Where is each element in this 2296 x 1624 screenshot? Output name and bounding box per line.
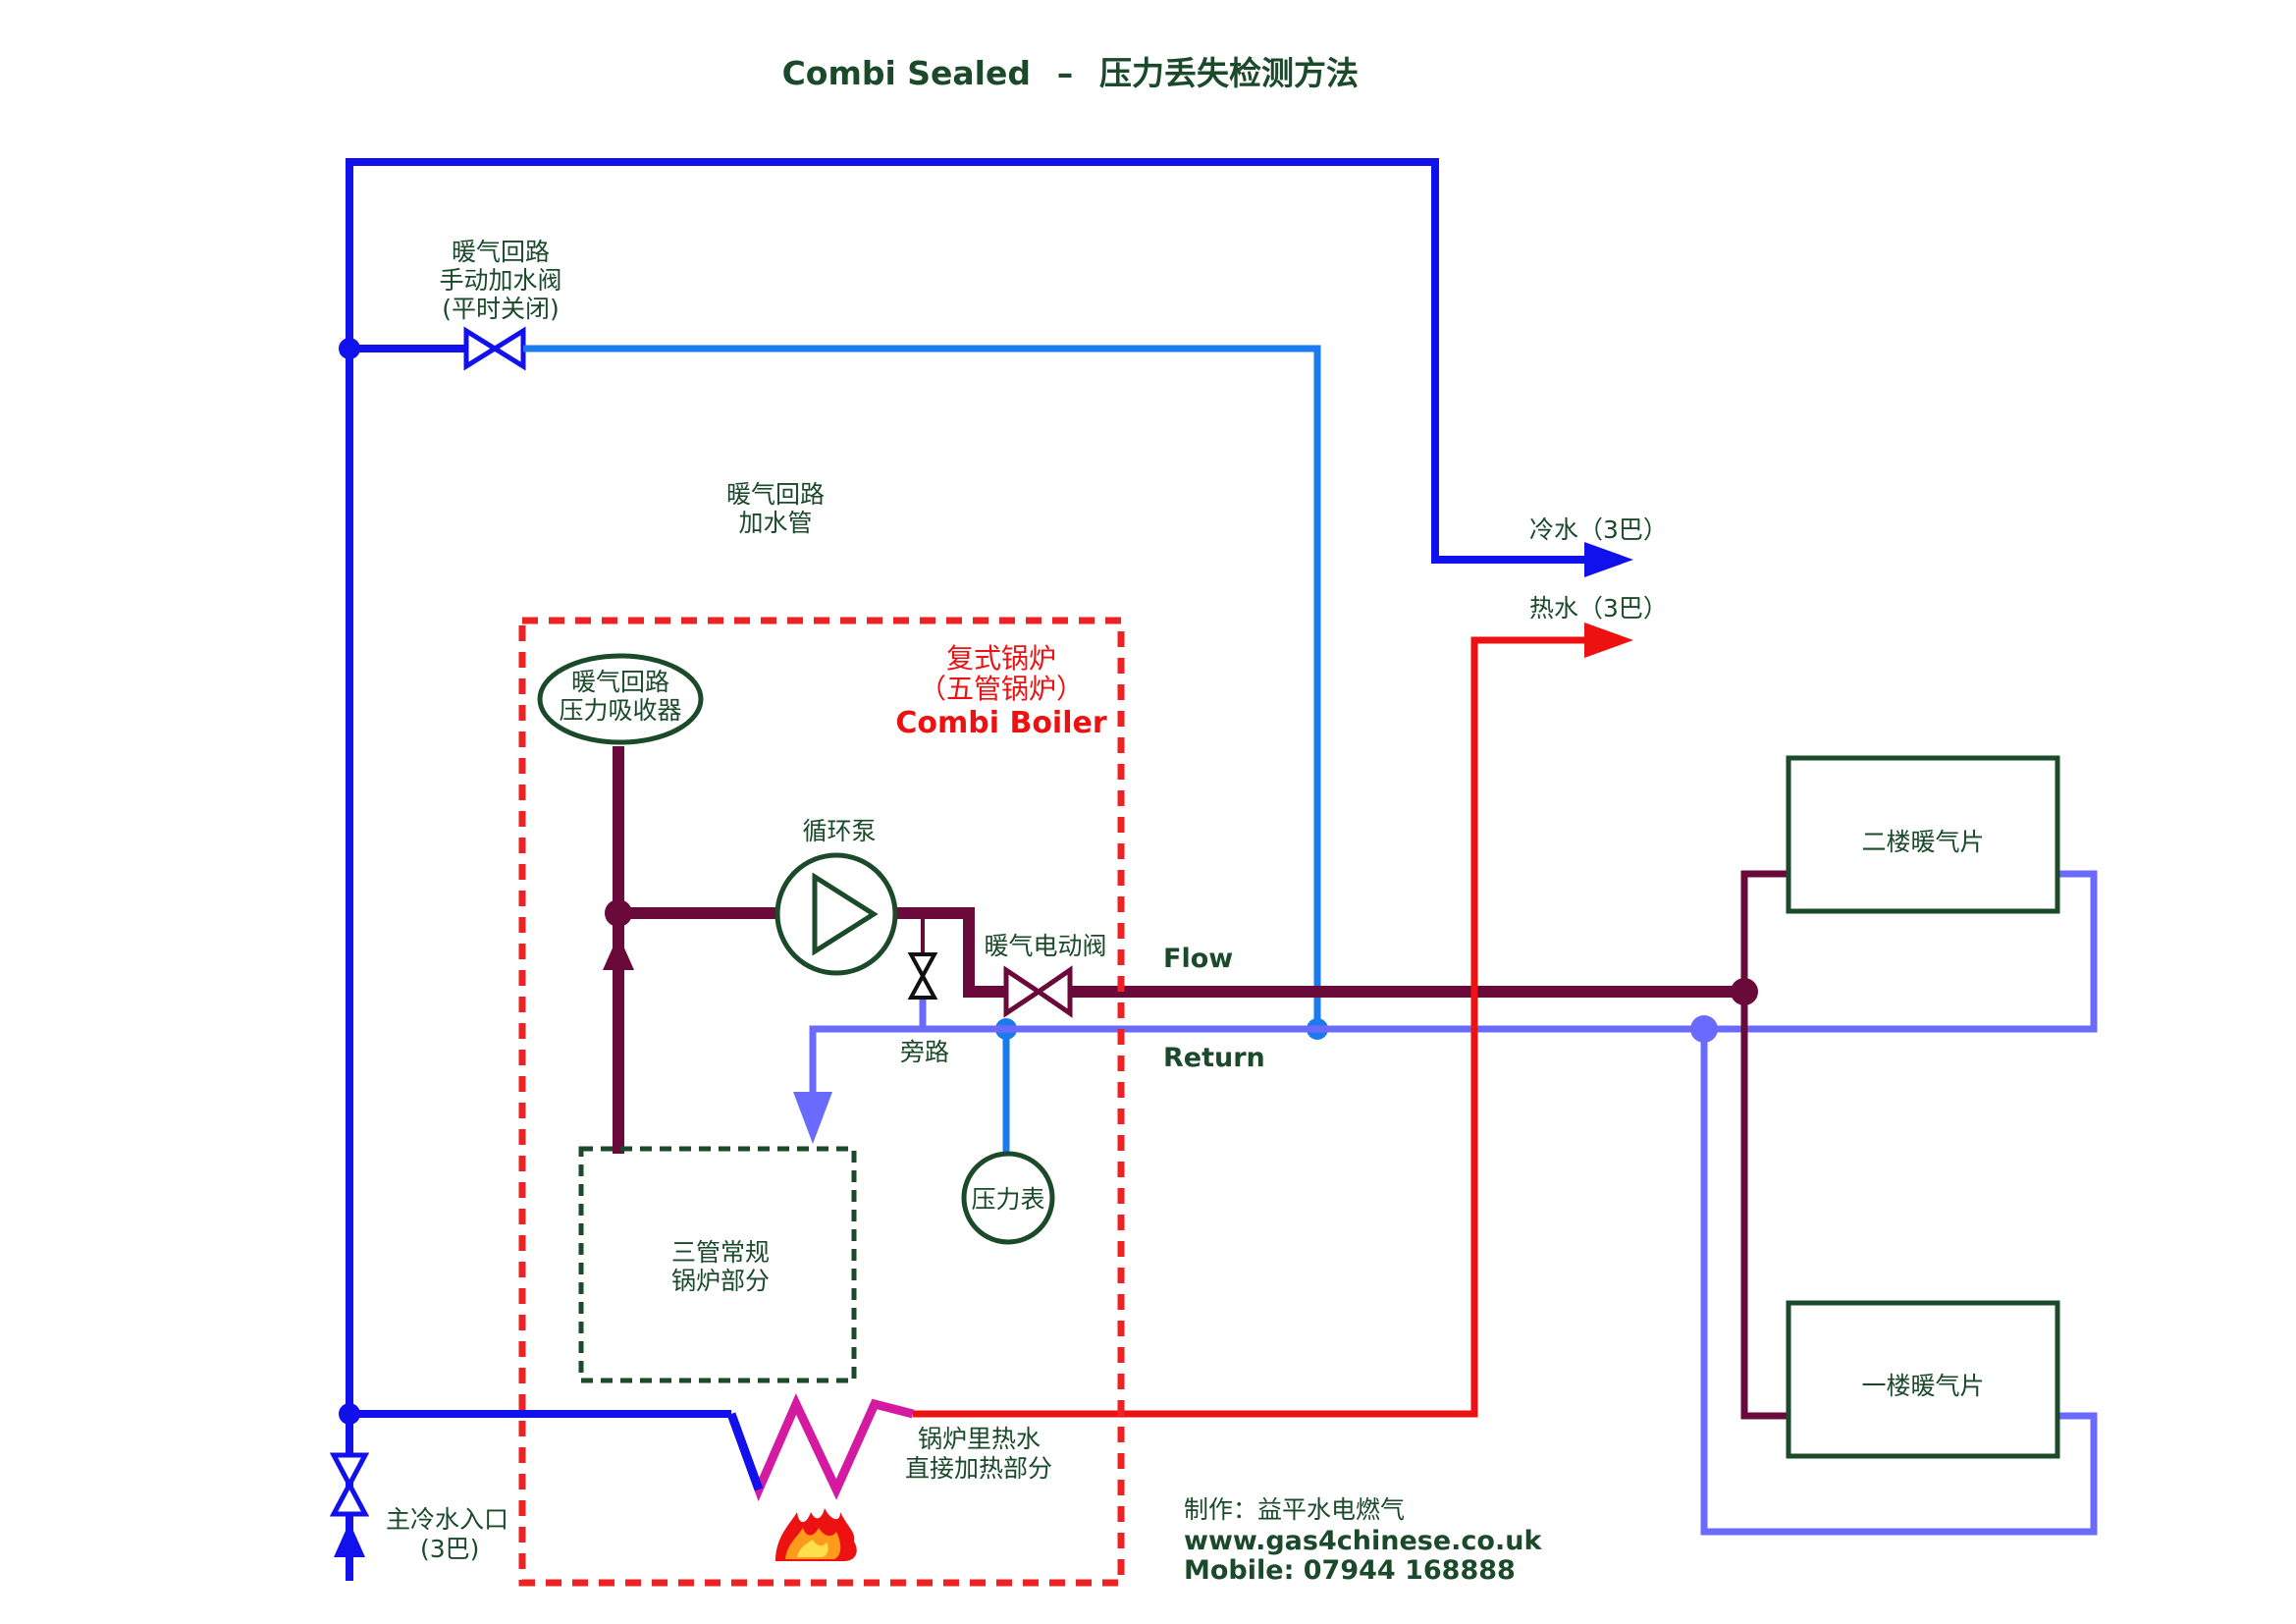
- cold-water-pipes: [346, 158, 1590, 1581]
- flow-arrow-up: [603, 935, 634, 970]
- expansion-vessel-label-1: 暖气回路: [571, 668, 669, 696]
- burner-flame-icon: [775, 1508, 857, 1561]
- radiator-lower-label: 一楼暖气片: [1861, 1372, 1984, 1400]
- mains-inlet-label-1: 主冷水入口: [386, 1505, 508, 1534]
- pressure-gauge: [961, 1151, 1055, 1245]
- heating-fill-pipe: [523, 345, 1321, 1029]
- heat-exchanger-label-1: 三管常规: [671, 1238, 770, 1267]
- junction-dot: [339, 338, 360, 359]
- title-dash: –: [1057, 54, 1074, 92]
- pump-label: 循环泵: [802, 817, 876, 845]
- boiler-title-2: （五管锅炉）: [919, 673, 1084, 705]
- heat-exchanger-section: [578, 1146, 857, 1383]
- junction-dot: [1731, 978, 1758, 1005]
- mains-inlet-arrow: [334, 1522, 365, 1557]
- return-arrow: [793, 1092, 832, 1144]
- expansion-vessel-label-2: 压力吸收器: [559, 696, 681, 725]
- bypass-label: 旁路: [900, 1038, 949, 1066]
- radiator-lower: [1786, 1300, 2060, 1459]
- manual-valve-label-1: 暖气回路: [452, 238, 550, 266]
- flow-label: Flow: [1163, 944, 1233, 974]
- hot-water-pipe: [913, 636, 1590, 1418]
- manual-valve-label-2: 手动加水阀: [439, 266, 561, 295]
- radiator-upper-label: 二楼暖气片: [1861, 828, 1984, 856]
- pump-icon: [812, 872, 879, 956]
- hot-water-arrow: [1584, 623, 1633, 658]
- manual-fill-valve-icon: [463, 326, 526, 371]
- hot-water-label: 热水（3巴）: [1529, 594, 1668, 623]
- junction-dot: [339, 1403, 360, 1425]
- credit-website: www.gas4chinese.co.uk: [1184, 1526, 1542, 1556]
- dhw-coil-inlet: [726, 1412, 764, 1491]
- cold-water-arrow: [1584, 542, 1633, 577]
- dhw-coil-label-2: 直接加热部分: [905, 1454, 1052, 1483]
- combi-boiler-boundary: [518, 617, 1125, 1587]
- credit-maker: 制作：益平水电燃气: [1184, 1495, 1405, 1524]
- bypass-valve-icon: [907, 952, 938, 1000]
- return-label: Return: [1163, 1043, 1265, 1073]
- mains-inlet-valve-icon: [329, 1452, 370, 1517]
- boiler-title-3: Combi Boiler: [895, 706, 1106, 740]
- title-chinese: 压力丢失检测方法: [1099, 54, 1359, 92]
- dhw-coil-label-1: 锅炉里热水: [918, 1425, 1041, 1453]
- cold-water-label: 冷水（3巴）: [1529, 515, 1668, 544]
- expansion-vessel: [537, 653, 704, 745]
- fill-pipe-label-1: 暖气回路: [726, 480, 825, 509]
- fill-pipe-label-2: 加水管: [738, 509, 812, 537]
- heat-exchanger-label-2: 锅炉部分: [671, 1267, 770, 1295]
- pressure-gauge-label: 压力表: [971, 1185, 1044, 1214]
- credit-mobile: Mobile: 07944 168888: [1184, 1555, 1516, 1586]
- radiator-upper: [1786, 755, 2060, 914]
- mains-inlet-label-2: (3巴): [420, 1535, 479, 1563]
- junction-dot: [605, 899, 632, 927]
- title-english: Combi Sealed: [782, 54, 1031, 92]
- radiator-flow-pipes: [1740, 870, 1789, 1420]
- motorised-valve-icon: [1003, 965, 1073, 1018]
- manual-valve-label-3: (平时关闭): [442, 295, 560, 323]
- boiler-title-1: 复式锅炉: [946, 642, 1056, 675]
- junction-dot: [1690, 1015, 1718, 1043]
- motorised-valve-label: 暖气电动阀: [984, 932, 1106, 960]
